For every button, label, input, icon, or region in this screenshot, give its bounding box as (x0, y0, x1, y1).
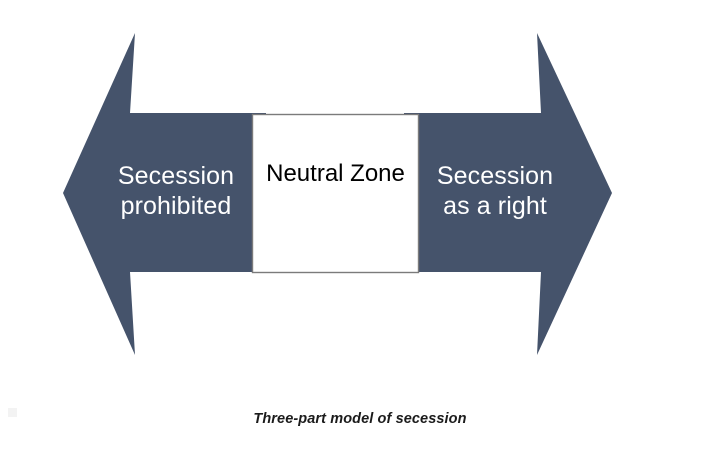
figure-caption: Three-part model of secession (253, 411, 467, 427)
neutral-zone-box[interactable] (251, 113, 420, 274)
left-arrow-shape[interactable] (63, 33, 266, 355)
neutral-zone-label: Neutral Zone (266, 160, 405, 187)
left-arrow-label: Secession prohibited (117, 162, 235, 220)
right-arrow-label: Secession as a right (436, 162, 554, 220)
right-arrow-shape[interactable] (404, 33, 612, 355)
stray-mark (8, 408, 17, 417)
